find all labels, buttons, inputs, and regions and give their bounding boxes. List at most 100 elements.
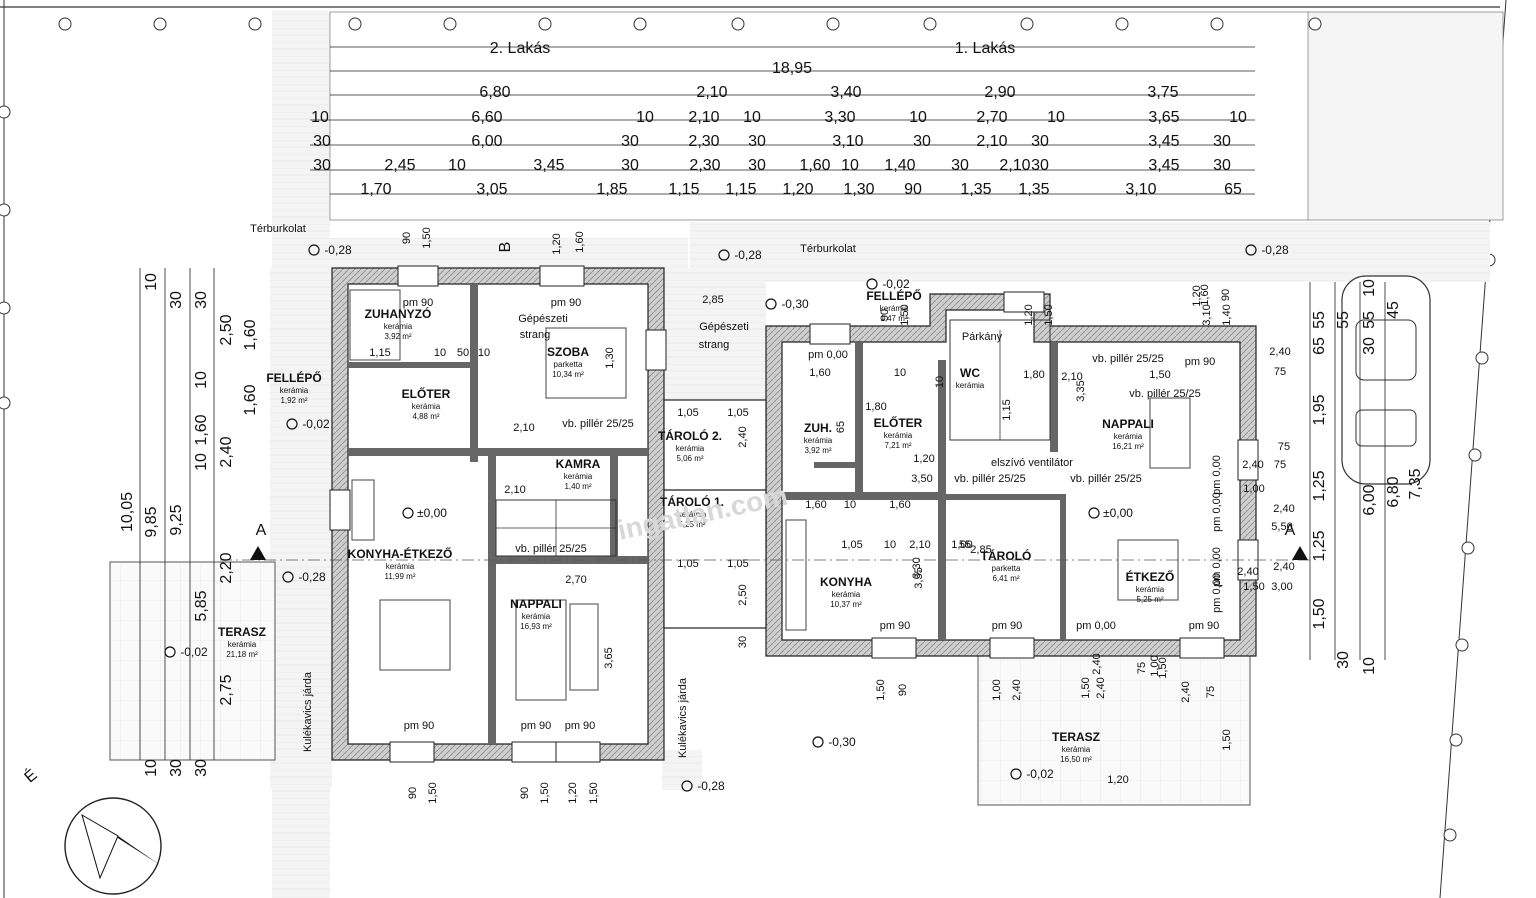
fence-post [1308,17,1322,31]
level-value: -0,28 [298,570,326,584]
room-area: 21,18 m² [226,650,258,659]
dimension-value-small: 90 [407,787,419,799]
sill-height-label: pm 90 [403,297,434,309]
room-name: TÁROLÓ [981,548,1032,563]
dimension-value-small: 1,60 [809,367,830,379]
terrace-left [109,561,276,761]
room-name: ZUH. [804,421,832,435]
pillar-label: vb. pillér 25/25 [1129,388,1201,400]
level-symbol [866,278,878,290]
level-value: -0,02 [302,417,330,431]
sill-height-label: pm 90 [1189,620,1220,632]
dimension-value-vertical: 55 [1335,311,1352,329]
dimension-value: 2,10 [999,157,1030,174]
room-area: 16,21 m² [1112,442,1144,451]
sill-height-label: pm 90 [565,720,596,732]
dimension-value: 30 [748,157,766,174]
level-value: -0,28 [1261,243,1289,257]
room-finish: kerámia [384,322,413,331]
dimension-value-small: 1,20 [1023,304,1035,325]
level-value: -0,30 [781,297,809,311]
dimension-value: 2,30 [688,133,719,150]
dimension-value: 2,10 [688,109,719,126]
dimension-value-vertical: 30 [1361,337,1378,355]
section-line-a [220,546,1310,561]
dimension-value-small: 1,20 [913,453,934,465]
dimension-value: 10 [448,157,466,174]
dimension-value-small: 3,55 [913,567,925,588]
dimension-value-small: 10 [844,499,856,511]
dimension-value-vertical: 10,05 [119,492,136,532]
fence-posts [0,17,1496,842]
pillar-label: vb. pillér 25/25 [562,418,634,430]
fence-post [538,17,552,31]
dimension-value-small: 1,00 [1243,483,1264,495]
dimension-value-small: 90 [879,309,891,321]
dimension-value-small: 2,10 [909,539,930,551]
room-name: NAPPALI [1102,417,1154,431]
dimension-value-small: 1,50 [539,782,551,803]
dimension-value-small: 1,05 [727,558,748,570]
dimension-value-small: 1,50 [1221,729,1233,750]
dimension-value: 10 [841,157,859,174]
fence-post [1461,541,1475,555]
dimension-value-small: 1,15 [369,347,390,359]
dimension-value-small: 10 [478,347,490,359]
dimension-value: 30 [1213,157,1231,174]
window [871,637,917,659]
room-area: 4,88 m² [412,412,439,421]
dimension-value-small: 3,00 [1271,581,1292,593]
dimension-value-vertical: 10 [143,273,160,291]
terrace-right [977,654,1251,806]
dimension-value-vertical: 6,80 [1385,476,1402,507]
fence-post [1020,17,1034,31]
level-symbol [1010,768,1022,780]
room-area: 16,93 m² [520,622,552,631]
fence-post [0,203,11,217]
level-symbol [402,507,414,519]
window [329,489,351,531]
fence-post [1449,733,1463,747]
fence-post [1455,638,1469,652]
room-name: KONYHA-ÉTKEZŐ [348,546,453,561]
level-symbol [164,646,176,658]
dimension-value: 6,60 [471,109,502,126]
room-finish: kerámia [280,386,309,395]
dimension-value: 1,40 [884,157,915,174]
room-name: TERASZ [1052,730,1100,744]
room-finish: kerámia [678,510,707,519]
dimension-value: 6,00 [471,133,502,150]
room-finish: kerámia [880,304,909,313]
room-finish: kerámia [564,472,593,481]
level-value: -0,28 [324,243,352,257]
fence-post [1210,17,1224,31]
dimension-value-small: 65 [835,421,847,433]
utility-shaft-label: Gépészeti [518,313,568,325]
dimension-value-vertical: 55 [1361,311,1378,329]
dimension-value-vertical: 10 [1361,657,1378,675]
dimension-value-vertical: 2,50 [218,314,235,345]
dimension-value: 3,65 [1148,109,1179,126]
room-finish: parketta [992,564,1021,573]
room-name: FELLÉPŐ [866,288,921,303]
window [555,741,601,763]
fence-post [0,105,11,119]
dimension-value: 2,30 [689,157,720,174]
sill-height-label: pm 0,00 [1211,455,1223,495]
room-area: 1,47 m² [880,314,907,323]
room-finish: kerámia [956,381,985,390]
dimension-value-vertical: 1,60 [193,414,210,445]
dimension-value: 10 [909,109,927,126]
window [511,741,557,763]
dimension-value-small: 1,05 [841,539,862,551]
dimension-value-small: 1,50 [1149,369,1170,381]
window [397,265,439,287]
room-area: 3,92 m² [384,332,411,341]
section-marker-b: B [497,242,514,253]
room-name: TÁROLÓ 1. [660,494,724,509]
window [539,265,585,287]
dimension-value-vertical: 1,60 [242,319,259,350]
dimension-value-small: 3,65 [603,647,615,668]
